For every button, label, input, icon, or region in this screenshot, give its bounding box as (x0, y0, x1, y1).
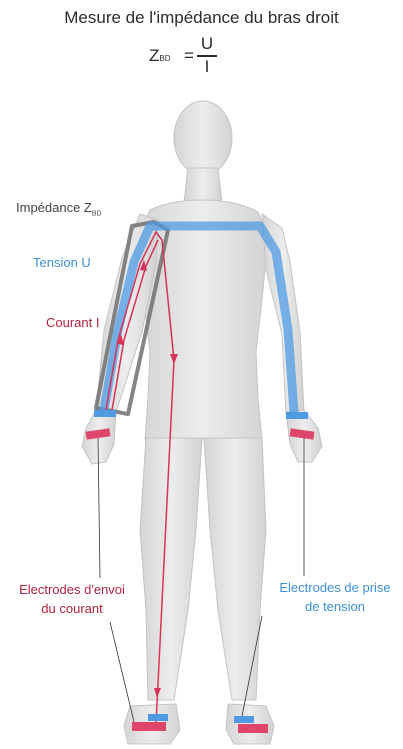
voltage-electrodes-label-line1: Electrodes de prise (270, 578, 400, 597)
voltage-electrodes-label: Electrodes de prise de tension (270, 578, 400, 616)
tension-label: Tension U (33, 255, 91, 270)
impedance-label: Impédance ZBD (16, 200, 102, 218)
left-leg (204, 438, 266, 700)
impedance-label-subscript: BD (92, 211, 102, 218)
voltage-electrode-left-wrist (286, 412, 308, 419)
voltage-electrode-right-ankle (148, 714, 168, 721)
right-leg (140, 438, 202, 700)
human-body-silhouette (82, 101, 322, 744)
neck (184, 168, 222, 202)
voltage-electrode-left-ankle (234, 716, 254, 723)
current-electrode-left-foot (238, 724, 268, 733)
current-electrode-right-foot (132, 722, 166, 731)
voltage-electrode-right-wrist (94, 410, 116, 417)
current-electrodes-label-line2: du courant (8, 599, 136, 618)
voltage-electrodes-label-line2: de tension (270, 597, 400, 616)
courant-label: Courant I (46, 315, 99, 330)
head (174, 101, 232, 175)
current-electrodes-label-line1: Electrodes d'envoi (8, 580, 136, 599)
current-electrodes-label: Electrodes d'envoi du courant (8, 580, 136, 618)
